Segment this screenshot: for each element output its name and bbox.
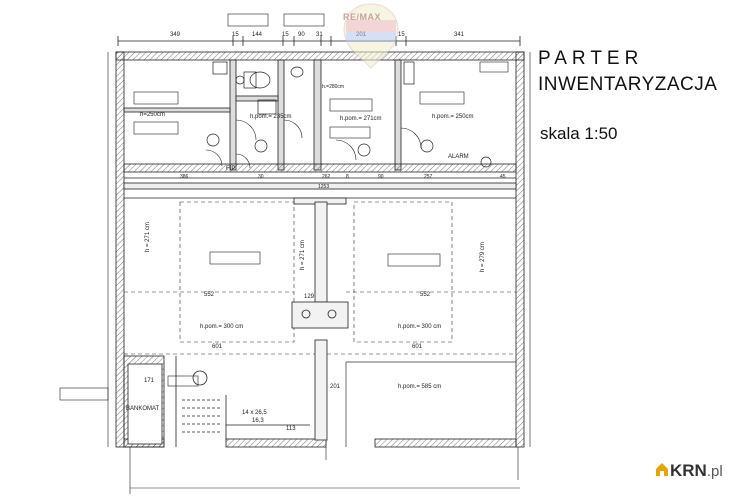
center-dim-201: 201 xyxy=(330,384,341,390)
room-tags xyxy=(59,13,509,401)
dim-mid-8: 1253 xyxy=(318,184,330,190)
plan-title-floor: PARTER xyxy=(538,48,644,69)
central-columns xyxy=(291,197,349,441)
room-height-upper-mid-left: h.pom.= 235cm xyxy=(250,114,292,120)
bankomat-label: BANKOMAT xyxy=(126,406,160,412)
krn-logo: KRN.pl xyxy=(670,461,723,481)
hall-dim-left-2: 601 xyxy=(212,344,223,350)
plan-title-type: INWENTARYZACJA xyxy=(538,74,718,95)
dim-top-8: 15 xyxy=(398,32,405,38)
lower-right-room xyxy=(345,361,516,447)
door-swings xyxy=(205,119,422,169)
dim-mid-3: 262 xyxy=(322,174,331,180)
stairs-label: 14 x 26,5 xyxy=(242,410,267,416)
dim-mid-7: 45 xyxy=(500,174,506,180)
dim-top-4: 15 xyxy=(282,32,289,38)
fip-label: FIP xyxy=(226,166,236,172)
stairs-height-label: 16,3 xyxy=(252,418,264,424)
vertical-height-center: h = 271 cm xyxy=(300,240,306,270)
sanitary-fixtures xyxy=(206,61,492,168)
top-dimension-line xyxy=(117,36,521,46)
dim-top-2: 15 xyxy=(232,32,239,38)
remax-watermark-text: RE/MAX xyxy=(343,12,382,22)
center-dim-129: 129 xyxy=(304,294,315,300)
room-height-upper-mid: h.pom.= 271cm xyxy=(340,116,382,122)
krn-logo-name: KRN xyxy=(670,461,707,480)
dim-mid-6: 257 xyxy=(424,174,433,180)
plan-scale: skala 1:50 xyxy=(540,124,618,143)
krn-house-icon xyxy=(656,463,668,476)
room-height-center-top: h.=280cm xyxy=(322,84,345,90)
vertical-height-left: h = 271 cm xyxy=(145,222,151,252)
room-height-upper-right: h.pom.= 250cm xyxy=(432,114,474,120)
lower-dim-171: 171 xyxy=(144,378,155,384)
entrance-lines xyxy=(129,447,520,494)
krn-logo-tld: .pl xyxy=(706,463,723,480)
lower-room-height: h.pom.= 585 cm xyxy=(398,384,442,390)
hall-height-right: h.pom.= 300 cm xyxy=(398,324,442,330)
dim-top-5: 90 xyxy=(298,32,305,38)
interior-walls xyxy=(123,59,517,190)
dim-mid-4: 8 xyxy=(346,174,349,180)
dim-top-9: 341 xyxy=(454,32,465,38)
dim-top-3: 144 xyxy=(252,32,263,38)
vertical-height-right: h = 279 cm xyxy=(480,242,486,272)
dim-mid-1: 386 xyxy=(180,174,189,180)
hall-dim-left: 552 xyxy=(204,292,215,298)
hall-dim-right-2: 601 xyxy=(412,344,423,350)
remax-watermark-logo xyxy=(343,3,399,69)
dim-top-6: 31 xyxy=(316,32,323,38)
lower-dim-113: 113 xyxy=(286,426,296,432)
dim-mid-5: 90 xyxy=(378,174,384,180)
hall-dim-right: 552 xyxy=(420,292,431,298)
dim-mid-2: 30 xyxy=(258,174,264,180)
alarm-label: ALARM xyxy=(448,154,469,160)
bankomat-area xyxy=(123,355,310,448)
dim-top-1: 349 xyxy=(170,32,181,38)
side-dimension-lines xyxy=(107,52,531,447)
room-height-upper-left: h=250cm xyxy=(140,112,165,118)
hall-height-left: h.pom.= 300 cm xyxy=(200,324,244,330)
